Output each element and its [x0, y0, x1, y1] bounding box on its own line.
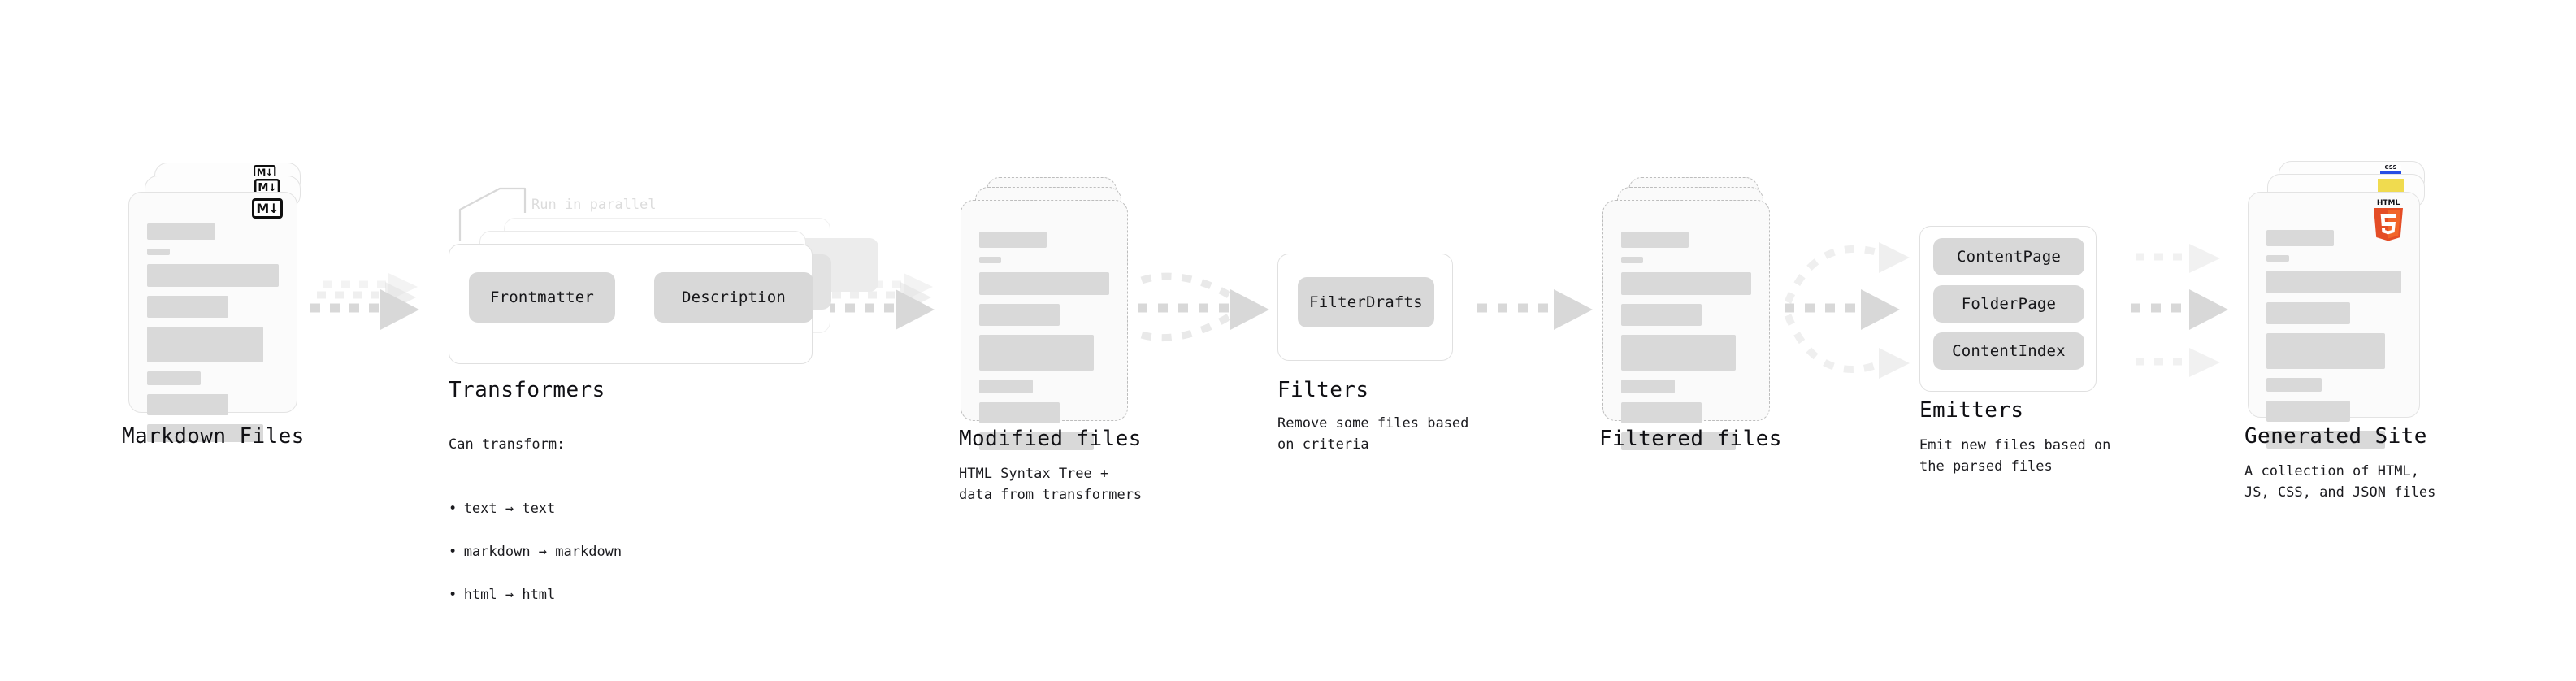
- caption-transformers-title: Can transform:: [449, 436, 566, 453]
- placeholder-bar: [147, 327, 263, 362]
- placeholder-bar: [2266, 333, 2386, 369]
- markdown-badge-icon: M↓: [252, 198, 283, 219]
- caption-transformers: Can transform: text → text markdown → ma…: [449, 413, 622, 648]
- placeholder-bar: [147, 249, 170, 255]
- caption-transformers-list: text → text markdown → markdown html → h…: [449, 477, 622, 627]
- markdown-card-front: [128, 192, 297, 442]
- filter-chip-filterdrafts[interactable]: FilterDrafts: [1298, 277, 1434, 327]
- placeholder-bar: [1621, 272, 1751, 295]
- placeholder-bar: [979, 335, 1094, 371]
- heading-modified-files: Modified files: [959, 427, 1142, 451]
- placeholder-bar: [147, 371, 202, 385]
- caption-generated-site: A collection of HTML, JS, CSS, and JSON …: [2244, 463, 2436, 501]
- markdown-card-content: [147, 214, 279, 451]
- placeholder-bar: [1621, 304, 1702, 326]
- emitter-chip-folderpage[interactable]: FolderPage: [1933, 285, 2084, 323]
- connector-filters-to-filtered: [1477, 289, 1593, 330]
- placeholder-bar: [979, 257, 1002, 263]
- heading-transformers: Transformers: [449, 378, 605, 402]
- filters-box: FilterDrafts: [1277, 254, 1453, 361]
- html5-badge-wordmark: HTML: [2377, 199, 2400, 207]
- generated-card-front: [2248, 192, 2420, 449]
- placeholder-bar: [979, 232, 1047, 248]
- transformer-box-front: Frontmatter Description: [449, 244, 813, 364]
- css3-badge-icon: CSS: [2380, 165, 2401, 175]
- placeholder-bar: [979, 304, 1060, 326]
- connector-modified-to-filters: [1138, 272, 1269, 342]
- placeholder-bar: [979, 272, 1109, 295]
- stage-markdown-files: M↓ M↓ M↓: [122, 163, 317, 442]
- placeholder-bar: [1621, 257, 1644, 263]
- placeholder-bar: [2266, 230, 2334, 246]
- placeholder-bar: [1621, 402, 1702, 423]
- placeholder-bar: [1621, 432, 1736, 450]
- filtered-card-front: [1602, 200, 1770, 450]
- placeholder-bar: [979, 402, 1060, 423]
- generated-site-stack: CSS HTML: [2244, 161, 2439, 449]
- caption-filters: Remove some files based on criteria: [1277, 415, 1469, 453]
- placeholder-bar: [2266, 302, 2350, 324]
- placeholder-bar: [147, 394, 229, 415]
- placeholder-bar: [1621, 232, 1689, 248]
- heading-emitters: Emitters: [1919, 398, 2024, 423]
- modified-card-front: [961, 200, 1128, 450]
- modified-file-stack: [957, 177, 1144, 450]
- html5-shield-svg: HTML: [2374, 199, 2403, 241]
- caption-transformers-item-1: markdown → markdown: [449, 541, 622, 562]
- stage-filtered-files: [1599, 177, 1786, 450]
- placeholder-bar: [979, 432, 1094, 450]
- placeholder-bar: [979, 380, 1033, 393]
- generated-card-content: [2266, 214, 2401, 458]
- placeholder-bar: [2266, 401, 2350, 422]
- placeholder-bar: [147, 424, 263, 442]
- heading-markdown-files: Markdown Files: [122, 424, 305, 449]
- connector-emitters-to-site: [2131, 244, 2228, 377]
- placeholder-bar: [147, 296, 229, 318]
- run-in-parallel-label: Run in parallel: [531, 197, 657, 213]
- emitters-box: ContentPage FolderPage ContentIndex: [1919, 226, 2097, 392]
- emitter-chip-contentpage[interactable]: ContentPage: [1933, 238, 2084, 275]
- placeholder-bar: [2266, 271, 2401, 293]
- caption-modified-files: HTML Syntax Tree + data from transformer…: [959, 466, 1143, 504]
- emitter-chip-contentindex[interactable]: ContentIndex: [1933, 332, 2084, 370]
- placeholder-bar: [147, 264, 279, 287]
- filtered-file-stack: [1599, 177, 1786, 450]
- stage-emitters: ContentPage FolderPage ContentIndex: [1919, 226, 2097, 392]
- stage-transformers: Frontmatter Description: [449, 218, 878, 364]
- placeholder-bar: [2266, 378, 2322, 392]
- html5-badge-icon: HTML: [2370, 197, 2405, 241]
- filtered-card-content: [1621, 222, 1751, 459]
- heading-filters: Filters: [1277, 378, 1369, 402]
- heading-filtered-files: Filtered files: [1599, 427, 1782, 451]
- connector-markdown-to-transformers: [310, 273, 419, 330]
- modified-card-content: [979, 222, 1109, 459]
- caption-transformers-item-0: text → text: [449, 498, 622, 519]
- placeholder-bar: [1621, 335, 1736, 371]
- caption-emitters: Emit new files based on the parsed files: [1919, 437, 2111, 475]
- markdown-badge-icon-back-1: M↓: [254, 179, 280, 196]
- placeholder-bar: [2266, 431, 2386, 449]
- connector-filtered-to-emitters: [1784, 242, 1910, 379]
- transformer-chip-description[interactable]: Description: [654, 272, 813, 323]
- placeholder-bar: [147, 223, 216, 240]
- heading-generated-site: Generated Site: [2244, 424, 2427, 449]
- caption-transformers-item-2: html → html: [449, 584, 622, 605]
- stage-filters: FilterDrafts: [1277, 254, 1453, 361]
- transformer-chip-frontmatter[interactable]: Frontmatter: [469, 272, 615, 323]
- placeholder-bar: [2266, 255, 2290, 262]
- markdown-file-stack: M↓ M↓ M↓: [122, 163, 317, 442]
- stage-modified-files: [957, 177, 1144, 450]
- stage-generated-site: CSS HTML: [2244, 161, 2439, 449]
- placeholder-bar: [1621, 380, 1675, 393]
